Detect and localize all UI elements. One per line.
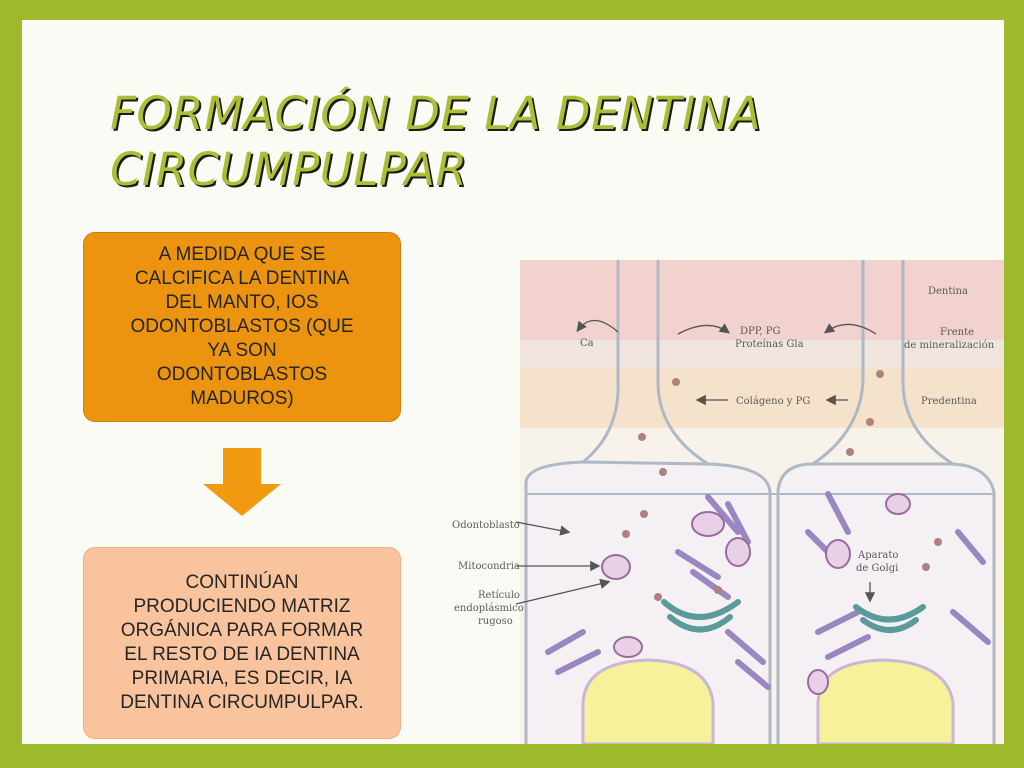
- odontoblast-diagram: Dentina Frente de mineralización Predent…: [452, 260, 1004, 744]
- label-dpp-1: DPP, PG: [740, 326, 781, 337]
- label-reticulo-2: endoplásmico: [454, 603, 524, 614]
- mitochondria: [601, 493, 911, 695]
- slide: FORMACIÓN DE LA DENTINA CIRCUMPULPAR A M…: [22, 20, 1004, 744]
- step-box-circumpulpar-dentin: CONTINÚAN PRODUCIENDO MATRIZ ORGÁNICA PA…: [83, 547, 401, 739]
- label-frente-2: de mineralización: [904, 340, 995, 351]
- odontoblast-process-left: [582, 260, 709, 466]
- predentin-layer: [520, 368, 1004, 428]
- step-2-text: CONTINÚAN PRODUCIENDO MATRIZ ORGÁNICA PA…: [120, 572, 364, 713]
- label-dpp-2: Proteínas Gla: [735, 339, 804, 350]
- nucleus-right: [816, 658, 955, 744]
- label-reticulo-1: Retículo: [478, 590, 520, 601]
- nucleus-left: [581, 658, 715, 744]
- title-line-1: FORMACIÓN DE LA DENTINA: [110, 87, 762, 140]
- slide-title: FORMACIÓN DE LA DENTINA CIRCUMPULPAR: [110, 86, 761, 198]
- label-frente-1: Frente: [940, 327, 974, 338]
- label-reticulo-3: rugoso: [478, 616, 513, 627]
- rough-er: [545, 491, 991, 690]
- down-arrow-icon: [203, 448, 281, 516]
- golgi-apparatus: [661, 599, 926, 633]
- odontoblast-process-right: [812, 260, 954, 466]
- label-golgi-2: de Golgi: [856, 563, 898, 574]
- dentin-layer: [520, 260, 1004, 350]
- label-predentina: Predentina: [921, 396, 977, 407]
- mineralization-front-layer: [520, 340, 1004, 368]
- label-golgi-1: Aparato: [857, 550, 898, 561]
- label-dentina: Dentina: [928, 286, 968, 297]
- step-1-text: A MEDIDA QUE SE CALCIFICA LA DENTINA DEL…: [130, 244, 354, 409]
- label-odontoblasto: Odontoblasto: [452, 520, 520, 531]
- label-colageno: Colágeno y PG: [736, 396, 810, 407]
- label-mitocondria: Mitocondria: [458, 561, 520, 572]
- label-ca: Ca: [580, 338, 594, 349]
- secretory-vesicles: [622, 370, 942, 601]
- label-arrows: [515, 319, 877, 605]
- step-box-mature-odontoblasts: A MEDIDA QUE SE CALCIFICA LA DENTINA DEL…: [83, 232, 401, 422]
- title-line-2: CIRCUMPULPAR: [110, 143, 468, 196]
